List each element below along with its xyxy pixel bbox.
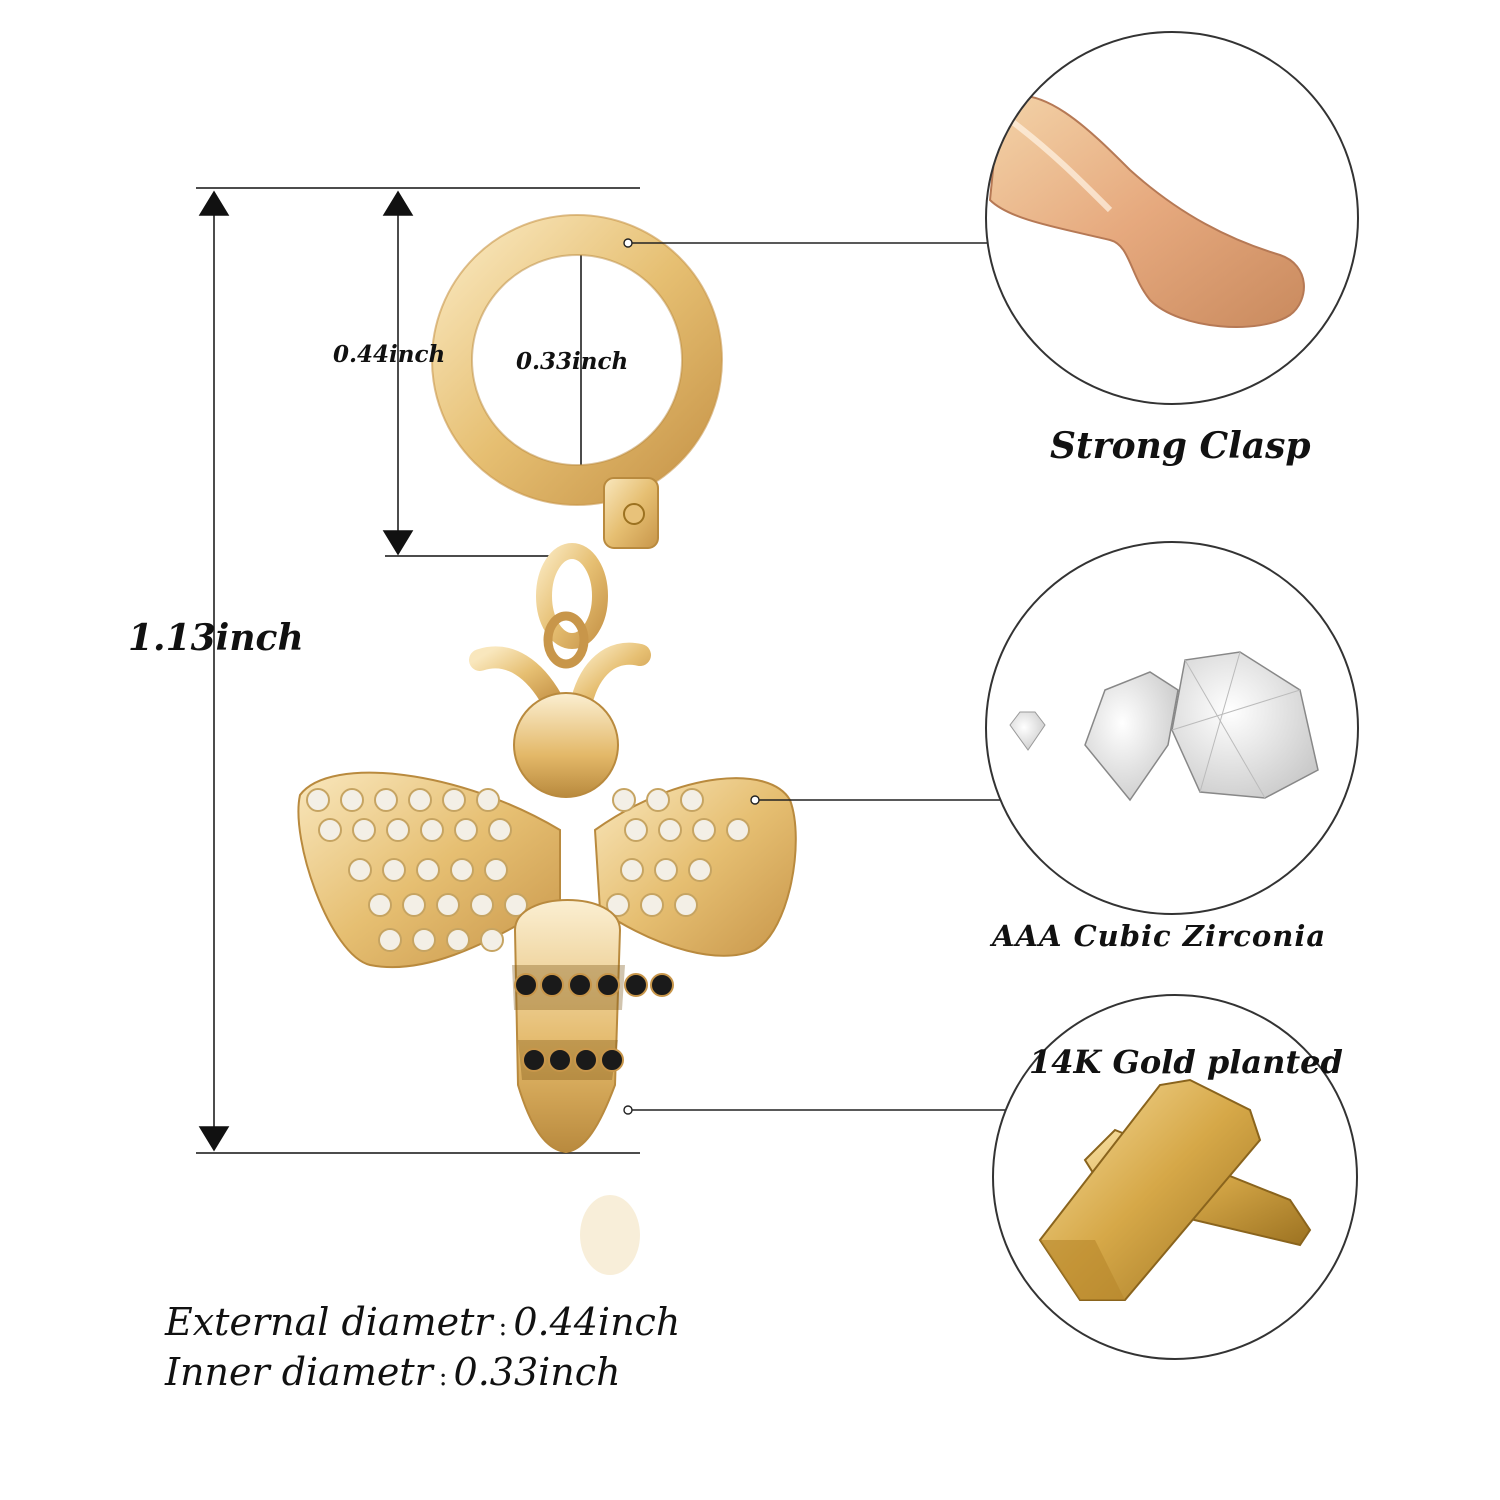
zirconia-stone	[476, 788, 500, 812]
black-stones	[514, 973, 674, 1072]
spec-value: 0.44inch	[513, 1300, 681, 1344]
zirconia-stone	[620, 858, 644, 882]
zirconia-stone	[454, 818, 478, 842]
spec-label: External diametr	[165, 1300, 493, 1344]
external-diameter-spec: External diametr:0.44inch	[165, 1303, 680, 1341]
zirconia-stone	[654, 858, 678, 882]
arrow-down-icon	[198, 1126, 230, 1152]
gold-detail-circle	[992, 994, 1358, 1360]
zirconia-stone	[504, 893, 528, 917]
clasp-caption: Strong Clasp	[1050, 425, 1311, 467]
zirconia-stone	[412, 928, 436, 952]
black-stone	[600, 1048, 624, 1072]
black-stone	[514, 973, 538, 997]
clasp-detail-circle	[985, 31, 1359, 405]
leader-lines	[623, 238, 1008, 1115]
black-stone	[548, 1048, 572, 1072]
black-stone	[568, 973, 592, 997]
wing-stones	[306, 788, 750, 952]
inner-diameter-label: 0.33inch	[516, 348, 629, 375]
spec-separator: :	[498, 1312, 508, 1342]
zirconia-stone	[624, 818, 648, 842]
black-stone	[624, 973, 648, 997]
external-diameter-label: 0.44inch	[333, 341, 446, 368]
zirconia-stone	[484, 858, 508, 882]
zirconia-stone	[436, 893, 460, 917]
zirconia-stone	[606, 893, 630, 917]
spec-label: Inner diametr	[165, 1350, 433, 1394]
arrow-down-icon	[382, 530, 414, 556]
spec-value: 0.33inch	[453, 1350, 621, 1394]
zirconia-stone	[386, 818, 410, 842]
black-stone	[574, 1048, 598, 1072]
black-stone	[522, 1048, 546, 1072]
zirconia-stone	[442, 788, 466, 812]
zirconia-stone	[726, 818, 750, 842]
zirconia-stone	[692, 818, 716, 842]
gold-caption: 14K Gold planted	[1029, 1043, 1343, 1081]
zirconia-stone	[402, 893, 426, 917]
zirconia-stone	[640, 893, 664, 917]
zirconia-stone	[674, 893, 698, 917]
zirconia-stone	[470, 893, 494, 917]
black-stone	[650, 973, 674, 997]
zirconia-stone	[680, 788, 704, 812]
overall-height-label: 1.13inch	[128, 617, 304, 659]
black-stone	[596, 973, 620, 997]
zirconia-stone	[420, 818, 444, 842]
zirconia-stone	[446, 928, 470, 952]
zirconia-stone	[416, 858, 440, 882]
spec-separator: :	[438, 1362, 448, 1392]
zirconia-stone	[368, 893, 392, 917]
hoop-earring	[431, 214, 723, 669]
zirconia-stone	[688, 858, 712, 882]
zirconia-stone	[646, 788, 670, 812]
zirconia-stone	[480, 928, 504, 952]
zirconia-stone	[352, 818, 376, 842]
zirconia-stone	[318, 818, 342, 842]
bee-pendant	[297, 642, 797, 1275]
zirconia-stone	[374, 788, 398, 812]
zirconia-detail-circle	[985, 541, 1359, 915]
zirconia-stone	[658, 818, 682, 842]
zirconia-stone	[382, 858, 406, 882]
arrow-up-icon	[382, 190, 414, 216]
zirconia-stone	[378, 928, 402, 952]
zirconia-stone	[340, 788, 364, 812]
inner-diameter-spec: Inner diametr:0.33inch	[165, 1353, 621, 1391]
zirconia-stone	[612, 788, 636, 812]
zirconia-stone	[348, 858, 372, 882]
zirconia-stone	[408, 788, 432, 812]
zirconia-stone	[488, 818, 512, 842]
zirconia-caption: AAA Cubic Zirconia	[992, 919, 1327, 953]
arrow-up-icon	[198, 190, 230, 216]
zirconia-stone	[306, 788, 330, 812]
zirconia-stone	[450, 858, 474, 882]
black-stone	[540, 973, 564, 997]
